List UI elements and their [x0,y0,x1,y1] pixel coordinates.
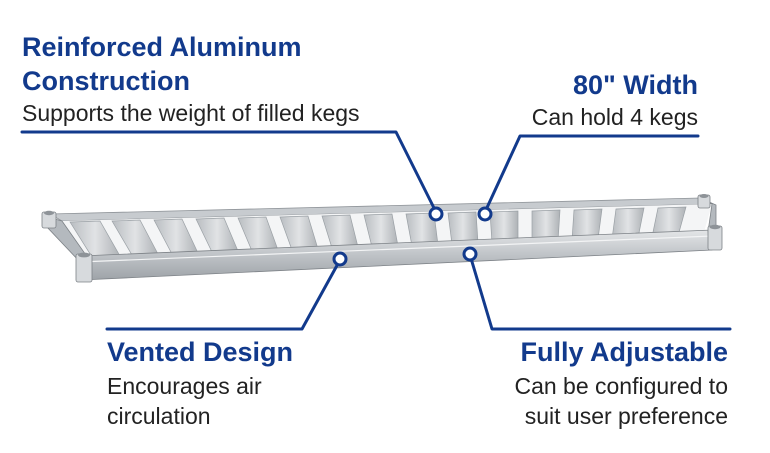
callout-title: Fully Adjustable [520,337,728,367]
corner-posts [41,194,723,283]
callout-reinforced-aluminum: Reinforced Aluminum Construction Support… [22,30,442,128]
callout-title: Reinforced Aluminum Construction [22,30,442,98]
shelf-right-side-rail [699,197,717,237]
callout-title-line: Construction [22,66,190,96]
callout-description: Supports the weight of filled kegs [22,100,360,126]
callout-description-line: Encourages air [107,373,262,399]
width-marker-dot [477,206,493,222]
shelf-deck [62,204,712,258]
shelf-back-rail [48,197,713,222]
callout-title: Vented Design [107,337,294,367]
adjustable-leader-line [468,253,732,331]
adjustable-marker-dot [462,246,478,262]
callout-width: 80" Width Can hold 4 kegs [438,68,698,132]
reinforced-marker-dot [428,206,444,222]
callout-description-line: circulation [107,403,211,429]
callout-fully-adjustable: Fully Adjustable Can be configured to su… [428,335,728,431]
callout-description-line: suit user preference [524,403,728,429]
reinforced-leader-line [20,130,438,214]
callout-title-line: Reinforced Aluminum [22,32,302,62]
shelf-front-rail [79,229,713,281]
callout-description: Can hold 4 kegs [531,104,698,130]
vented-leader-line [105,258,342,331]
shelf-slats [69,206,687,258]
vented-marker-dot [332,251,348,267]
width-leader-line [483,134,700,214]
callout-vented-design: Vented Design Encourages air circulation [107,335,387,431]
callout-title: 80" Width [572,70,698,100]
shelf-left-side-rail [43,215,89,263]
callout-description-line: Can be configured to [514,373,728,399]
